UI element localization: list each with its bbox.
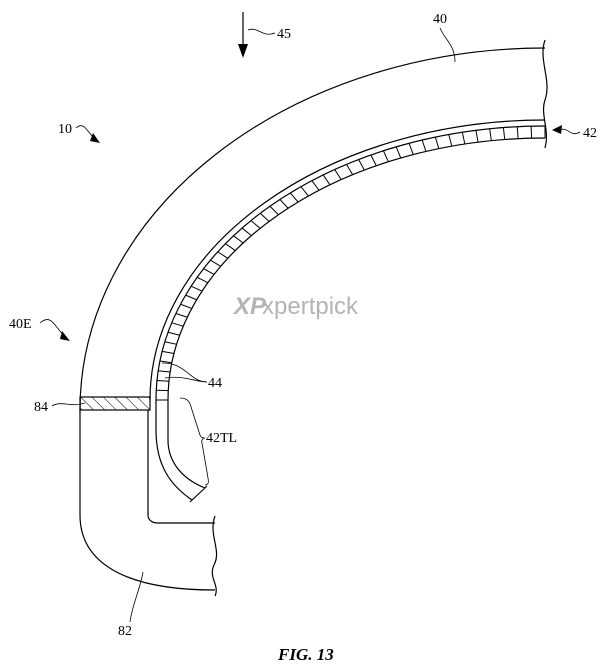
display-cell-divider bbox=[190, 285, 203, 292]
display-cell-divider bbox=[334, 169, 342, 180]
display-cell-divider bbox=[171, 322, 184, 327]
label-44: 44 bbox=[208, 376, 222, 391]
label-10: 10 bbox=[58, 122, 72, 137]
display-cell-divider bbox=[448, 134, 453, 147]
label-40: 40 bbox=[433, 12, 447, 27]
housing-break-line bbox=[542, 39, 548, 149]
lower-housing-outer bbox=[79, 410, 216, 591]
display-tail-inner bbox=[167, 400, 206, 489]
display-cell-divider bbox=[158, 370, 171, 373]
display-cell-divider bbox=[346, 164, 354, 175]
display-cell-divider bbox=[185, 294, 197, 301]
display-tail-outer bbox=[155, 400, 193, 501]
display-tail-end bbox=[189, 485, 208, 503]
display-cell-divider bbox=[279, 199, 289, 209]
housing-inner-surface bbox=[149, 119, 546, 401]
display-cell-divider bbox=[210, 259, 222, 267]
display-cell-divider bbox=[241, 227, 252, 236]
display-cell-divider bbox=[489, 128, 492, 141]
lower-housing-inner bbox=[147, 410, 215, 524]
display-cell-divider bbox=[382, 150, 389, 162]
display-inner-layer bbox=[167, 137, 546, 401]
figure-caption: FIG. 13 bbox=[277, 645, 334, 664]
display-cell-divider bbox=[322, 174, 331, 186]
display-cell-divider bbox=[370, 154, 377, 166]
display-cell-divider bbox=[175, 312, 188, 318]
lower-housing-break-line bbox=[211, 515, 218, 597]
display-cell-divider bbox=[269, 205, 279, 216]
label-42: 42 bbox=[583, 126, 597, 141]
display-cell-divider bbox=[156, 379, 169, 382]
display-cells bbox=[156, 126, 546, 401]
display-cell-divider bbox=[311, 180, 320, 191]
label-42TL: 42TL bbox=[206, 431, 237, 446]
display-cell-divider bbox=[196, 276, 209, 284]
display-cell-divider bbox=[408, 143, 414, 155]
watermark: XP xpertpick bbox=[232, 293, 359, 320]
display-cell-divider bbox=[395, 146, 402, 159]
label-82: 82 bbox=[118, 624, 132, 639]
display-cell-divider bbox=[421, 139, 427, 152]
watermark-logo: XP bbox=[232, 293, 267, 320]
housing-outer-surface bbox=[79, 47, 546, 411]
display-cell-divider bbox=[233, 235, 244, 244]
display-cell-divider bbox=[358, 159, 365, 171]
display-cell-divider bbox=[300, 186, 309, 197]
display-cell-divider bbox=[475, 130, 479, 143]
display-cell-divider bbox=[217, 251, 229, 259]
display-cell-divider bbox=[461, 132, 466, 145]
display-cell-divider bbox=[164, 341, 177, 345]
display-cell-divider bbox=[250, 220, 261, 229]
display-cell-divider bbox=[162, 350, 175, 354]
display-cell-divider bbox=[159, 360, 172, 364]
display-cell-divider bbox=[167, 331, 180, 336]
display-cell-divider bbox=[502, 127, 506, 140]
seal-84 bbox=[79, 396, 151, 411]
display-cell-divider bbox=[259, 212, 270, 222]
label-45: 45 bbox=[277, 27, 291, 42]
label-84: 84 bbox=[34, 400, 48, 415]
display-cell-divider bbox=[203, 268, 215, 275]
watermark-text: xpertpick bbox=[262, 293, 359, 320]
display-cell-divider bbox=[434, 136, 440, 149]
display-cell-divider bbox=[289, 192, 299, 203]
label-40E: 40E bbox=[9, 317, 32, 332]
display-cell-divider bbox=[180, 303, 192, 309]
display-cell-divider bbox=[516, 126, 519, 139]
arrow-head-icon bbox=[238, 44, 248, 58]
display-cell-divider bbox=[225, 243, 236, 251]
